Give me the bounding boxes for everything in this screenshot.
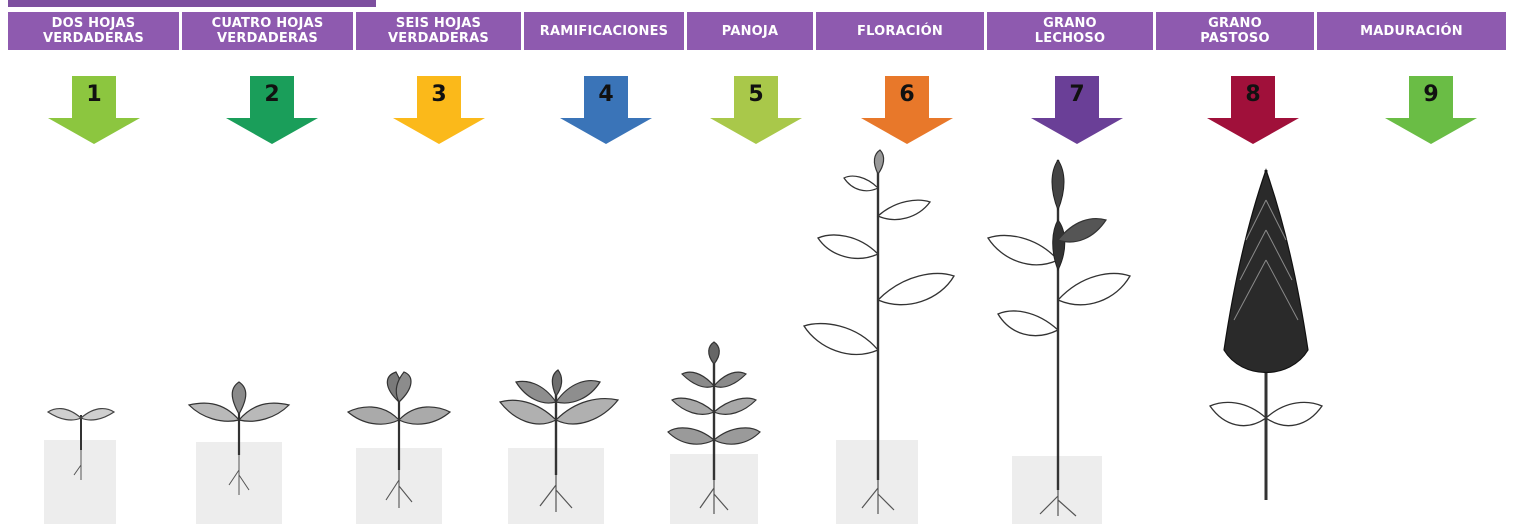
seedling-four-leaves-icon [184,150,294,524]
stage-header-label: RAMIFICACIONES [539,23,669,39]
pasty-grain-panicle-icon [1196,150,1336,524]
stage-arrow-5: 5 [710,76,802,148]
stage-header-4: RAMIFICACIONES [524,12,684,50]
stage-header-label: PANOJA [721,23,779,39]
stage-header-5: PANOJA [687,12,813,50]
stage-arrow-6: 6 [861,76,953,148]
stage-header-6: FLORACIÓN [816,12,984,50]
stage-arrow-2: 2 [226,76,318,148]
panicle-plant-icon [664,150,764,524]
seedling-two-leaves-icon [36,150,126,524]
mature-plant-icon [1384,150,1484,524]
stage-number: 6 [899,82,915,107]
stage-header-9: MADURACIÓN [1317,12,1506,50]
stage-arrow-3: 3 [393,76,485,148]
stage-header-3: SEIS HOJAS VERDADERAS [356,12,521,50]
stage-number: 7 [1069,82,1085,107]
stage-number: 3 [431,82,447,107]
stage-header-label: FLORACIÓN [857,23,943,39]
top-accent-bar [8,0,376,7]
stage-header-label: MADURACIÓN [1360,23,1463,39]
flowering-plant-icon [800,149,960,524]
seedling-six-leaves-icon [344,150,454,524]
stage-number: 5 [748,82,764,107]
stage-header-1: DOS HOJAS VERDADERAS [8,12,179,50]
stage-header-8: GRANO PASTOSO [1156,12,1314,50]
stage-arrow-9: 9 [1385,76,1477,148]
stage-header-2: CUATRO HOJAS VERDADERAS [182,12,353,50]
stage-arrow-7: 7 [1031,76,1123,148]
stage-header-label: GRANO PASTOSO [1200,16,1270,46]
stage-number: 2 [264,82,280,107]
stage-header-label: SEIS HOJAS VERDADERAS [388,16,489,46]
stage-arrow-4: 4 [560,76,652,148]
stage-number: 1 [86,82,102,107]
stage-arrow-8: 8 [1207,76,1299,148]
stage-number: 8 [1245,82,1261,107]
stage-header-label: CUATRO HOJAS VERDADERAS [211,16,324,46]
stage-header-7: GRANO LECHOSO [987,12,1153,50]
stage-header-label: GRANO LECHOSO [1034,16,1106,46]
stage-number: 9 [1423,82,1439,107]
milky-grain-plant-icon [982,150,1142,524]
branching-plant-icon [496,150,626,524]
stage-number: 4 [598,82,614,107]
stage-header-label: DOS HOJAS VERDADERAS [43,16,144,46]
stage-arrow-1: 1 [48,76,140,148]
